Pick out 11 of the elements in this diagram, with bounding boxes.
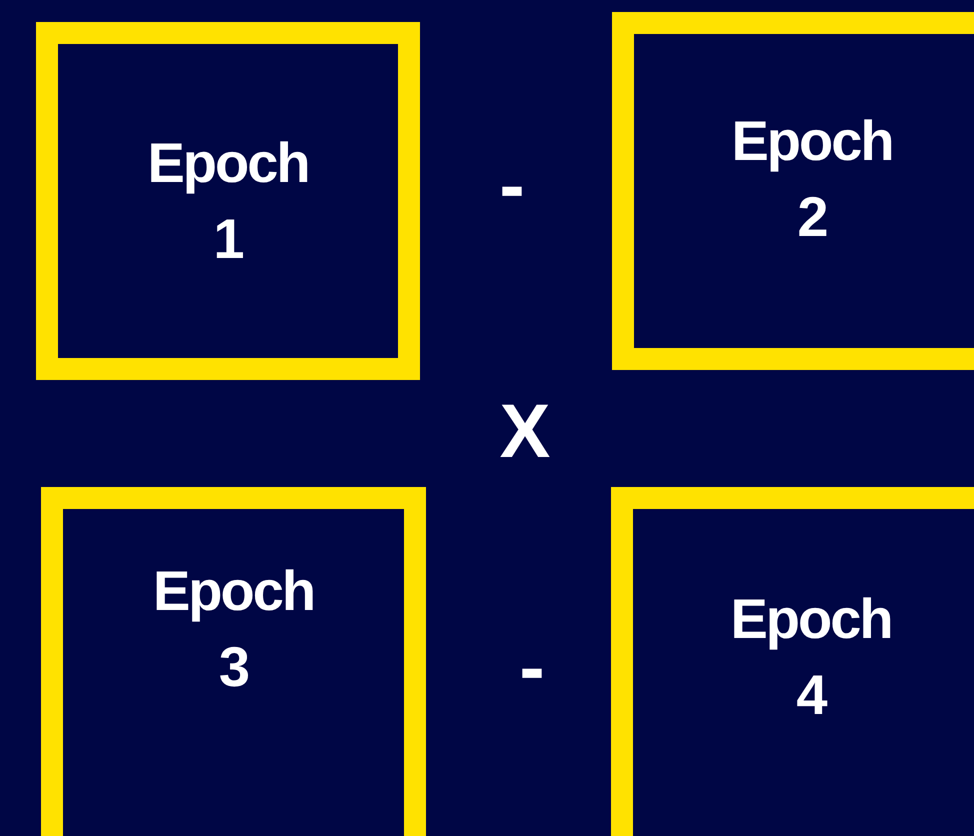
epoch-box <box>611 487 974 836</box>
epoch-box <box>36 22 420 380</box>
epoch-label: Epoch 1 <box>146 130 310 272</box>
epoch-label: Epoch 2 <box>730 108 894 250</box>
epoch-box <box>612 12 974 370</box>
epoch-label: Epoch 4 <box>729 586 893 728</box>
minus-sign: - <box>499 146 525 226</box>
epoch-box <box>41 487 426 836</box>
times-sign: X <box>500 392 550 472</box>
epoch-label: Epoch 3 <box>152 558 316 700</box>
minus-sign: - <box>519 628 545 708</box>
